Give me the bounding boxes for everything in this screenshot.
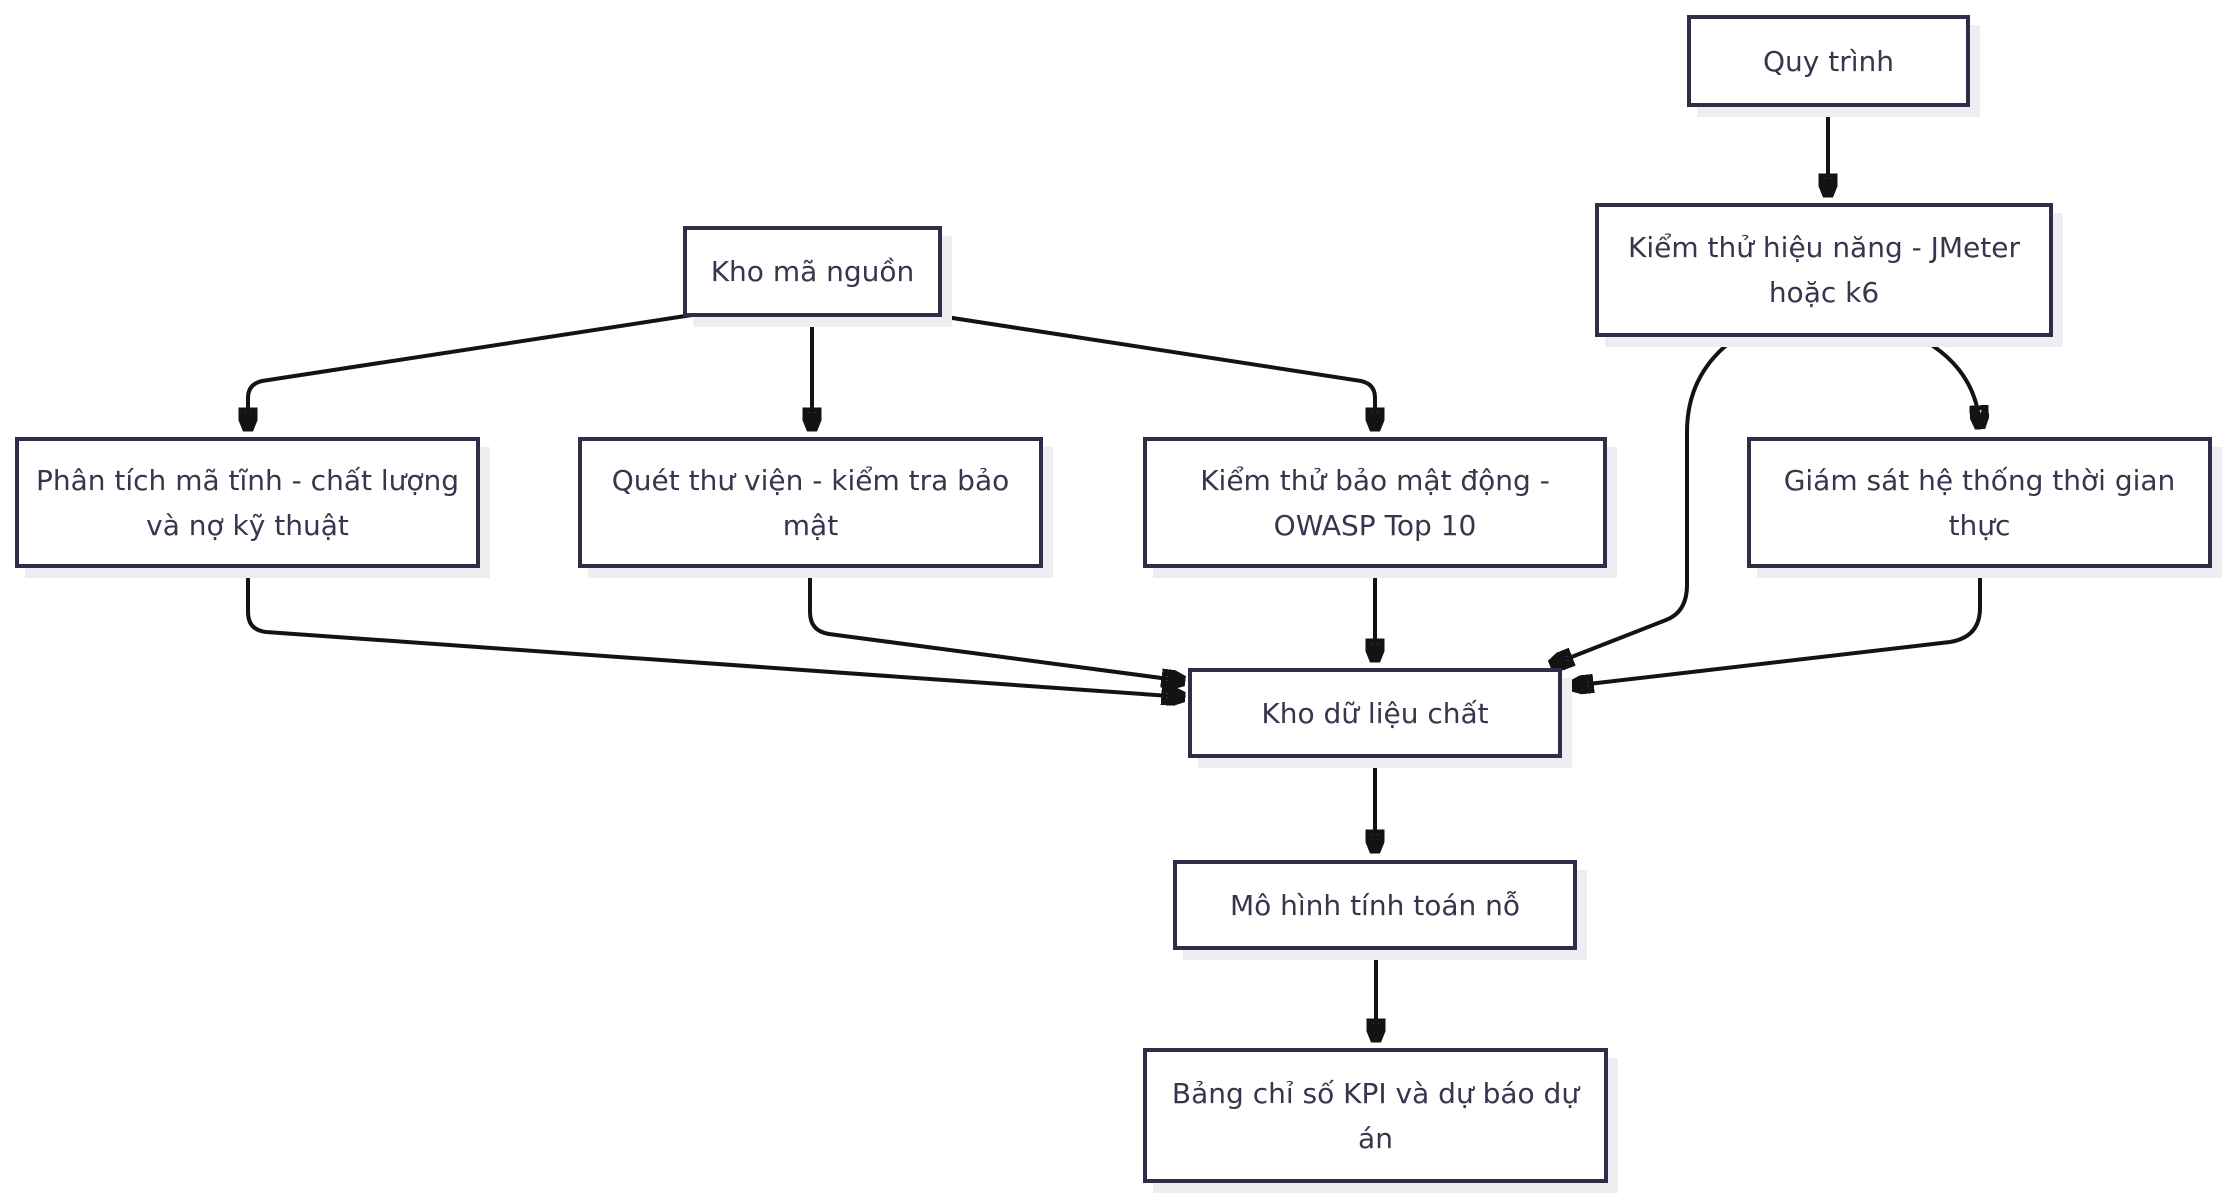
node-mo-hinh-tinh-toan: Mô hình tính toán nỗ: [1173, 860, 1577, 950]
edge-kho-ma-nguon-to-kiem-thu-bao-mat-dong: [932, 313, 1375, 430]
edge-kho-ma-nguon-to-phan-tich-ma-tinh: [248, 313, 693, 430]
node-kiem-thu-bao-mat-dong: Kiểm thử bảo mật động - OWASP Top 10: [1143, 437, 1607, 568]
node-bang-chi-so-kpi: Bảng chỉ số KPI và dự báo dự án: [1143, 1048, 1608, 1183]
node-giam-sat-he-thong: Giám sát hệ thống thời gian thực: [1747, 437, 2212, 568]
edge-kiem-thu-hieu-nang-to-giam-sat-he-thong: [1917, 335, 1980, 428]
node-kiem-thu-hieu-nang-label: Kiểm thử hiệu năng - JMeter hoặc k6: [1628, 231, 2020, 309]
node-kiem-thu-bao-mat-dong-label: Kiểm thử bảo mật động - OWASP Top 10: [1200, 463, 1550, 542]
node-quet-thu-vien: Quét thư viện - kiểm tra bảo mật: [578, 437, 1043, 568]
node-kho-ma-nguon: Kho mã nguồn: [683, 226, 942, 317]
node-kho-du-lieu-chat-label: Kho dữ liệu chất: [1261, 696, 1489, 730]
node-mo-hinh-tinh-toan-label: Mô hình tính toán nỗ: [1229, 888, 1521, 922]
node-quet-thu-vien-label: Quét thư viện - kiểm tra bảo mật: [611, 463, 1010, 542]
node-bang-chi-so-kpi-label: Bảng chỉ số KPI và dự báo dự án: [1171, 1076, 1580, 1155]
node-kho-ma-nguon-label: Kho mã nguồn: [710, 255, 915, 288]
edge-quet-thu-vien-to-kho-du-lieu-chat: [808, 568, 1184, 681]
node-quy-trinh-label: Quy trình: [1762, 44, 1895, 78]
node-phan-tich-ma-tinh-label: Phân tích mã tĩnh - chất lượng và nợ kỹ …: [35, 463, 460, 542]
edge-phan-tich-ma-tinh-to-kho-du-lieu-chat: [246, 568, 1184, 697]
node-kho-du-lieu-chat: Kho dữ liệu chất: [1188, 668, 1562, 758]
node-phan-tich-ma-tinh: Phân tích mã tĩnh - chất lượng và nợ kỹ …: [15, 437, 480, 568]
edge-kiem-thu-hieu-nang-to-kho-du-lieu-chat: [1551, 335, 1739, 665]
node-kiem-thu-hieu-nang: Kiểm thử hiệu năng - JMeter hoặc k6: [1595, 203, 2053, 337]
node-quy-trinh: Quy trình: [1687, 15, 1970, 107]
edge-giam-sat-he-thong-to-kho-du-lieu-chat: [1571, 568, 1982, 686]
node-giam-sat-he-thong-label: Giám sát hệ thống thời gian thực: [1783, 463, 2176, 542]
